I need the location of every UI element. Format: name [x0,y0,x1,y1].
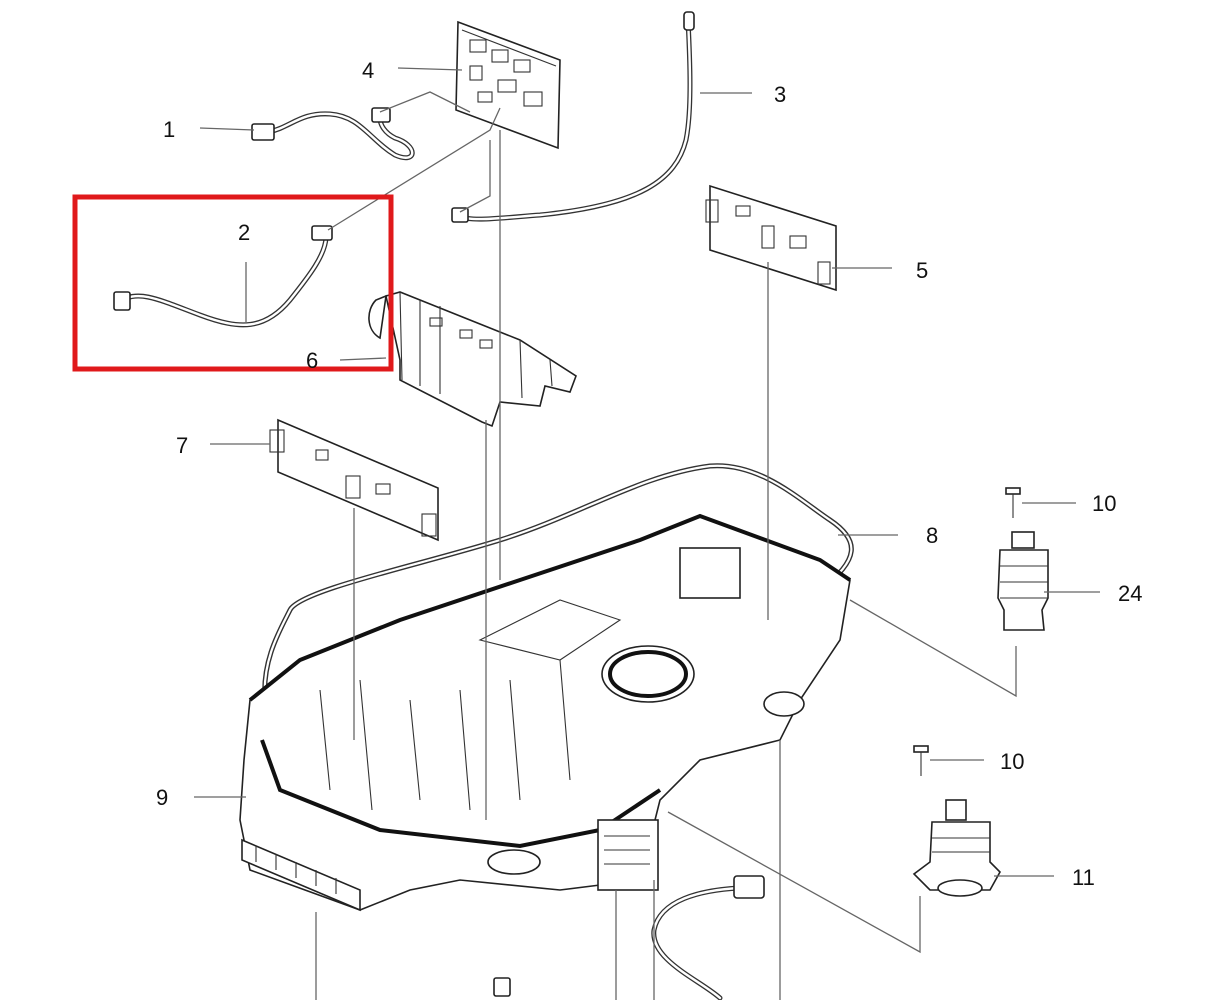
small-clip [493,977,511,997]
callout-2: 2 [238,220,250,245]
part-4-circuit-board [455,20,561,150]
part-2-cable [113,225,333,328]
bottom-cable [651,875,765,1000]
callout-4: 4 [362,58,374,83]
part-6-bracket [368,291,577,428]
part-5-circuit-board [705,184,837,292]
callout-labels: 1 2 3 4 5 6 7 8 9 10 24 10 11 [156,58,1142,890]
part-1-short-cable [251,107,415,161]
callout-3: 3 [774,82,786,107]
part-9-chassis [239,513,852,912]
callout-1: 1 [163,117,175,142]
callout-10-top: 10 [1092,491,1116,516]
callout-5: 5 [916,258,928,283]
callout-24: 24 [1118,581,1142,606]
callout-6: 6 [306,348,318,373]
part-10-screw-top [1005,487,1021,518]
part-11-motor [912,799,1001,897]
callout-10-bottom: 10 [1000,749,1024,774]
callout-8: 8 [926,523,938,548]
part-10-screw-bottom [913,745,929,776]
part-7-circuit-board [269,418,439,542]
leader-lines [194,67,1100,1000]
callout-11: 11 [1072,865,1095,890]
callout-9: 9 [156,785,168,810]
callout-7: 7 [176,433,188,458]
part-3-sensor-cable [451,11,695,223]
highlight-box [72,194,394,372]
part-24-motor [997,531,1049,631]
